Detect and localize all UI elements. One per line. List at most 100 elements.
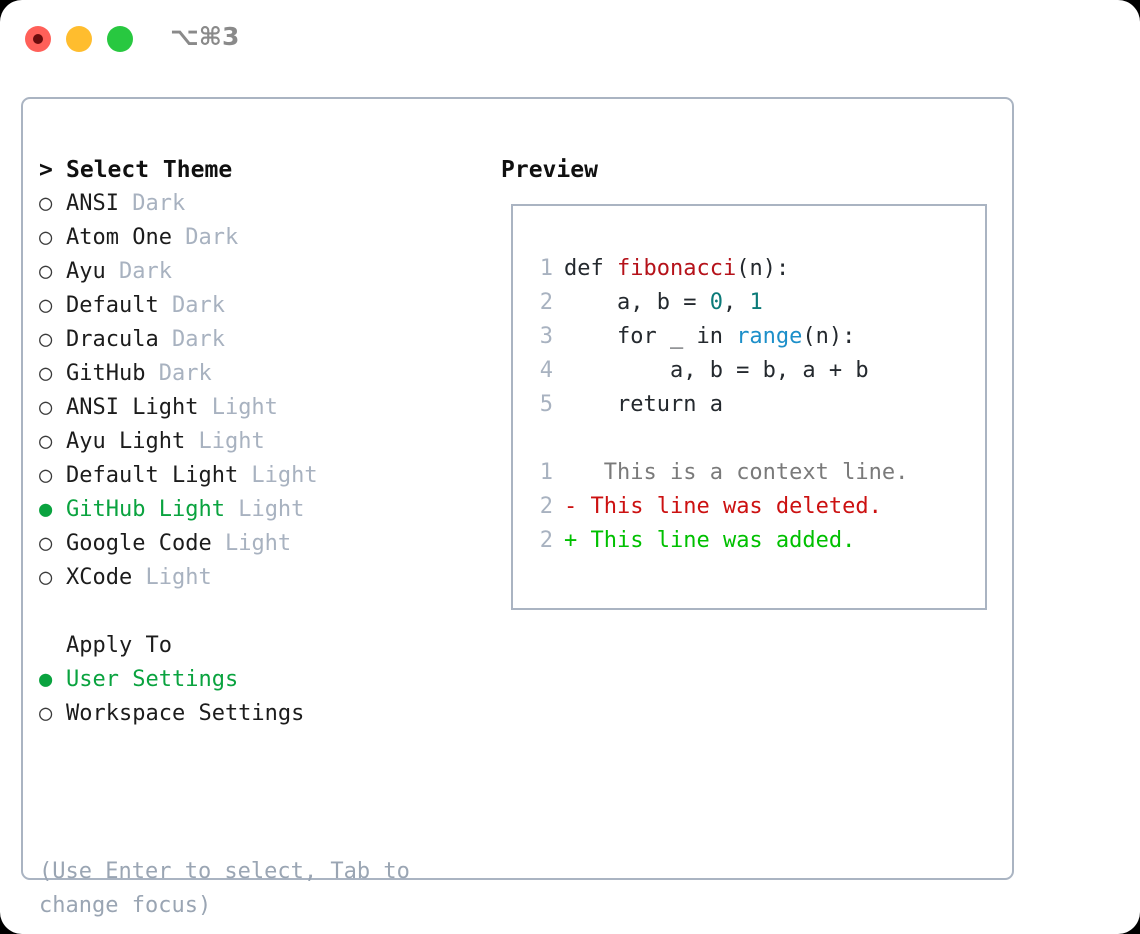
line-number: 1 [539, 460, 553, 485]
radio-unselected-icon: ○ [39, 225, 53, 250]
code-line: 4 a, b = b, a + b [531, 354, 908, 388]
line-number: 2 [539, 494, 553, 519]
diff-line: 1 This is a context line. [531, 456, 909, 490]
line-number: 3 [539, 324, 553, 349]
theme-variant-badge: Dark [145, 361, 212, 386]
theme-variant-badge: Dark [105, 259, 172, 284]
code-line: 3 for _ in range(n): [531, 320, 908, 354]
code-line: 5 return a [531, 388, 908, 422]
apply-to-label: User Settings [66, 667, 239, 692]
radio-unselected-icon: ○ [39, 463, 53, 488]
theme-variant-badge: Light [198, 395, 278, 420]
radio-unselected-icon: ○ [39, 395, 53, 420]
diff-text: This line was added. [577, 528, 856, 553]
theme-name: Default Light [66, 463, 239, 488]
theme-list-item[interactable]: ○Default Light Light [39, 459, 489, 493]
radio-unselected-icon: ○ [39, 701, 53, 726]
radio-selected-icon: ● [39, 667, 53, 692]
theme-picker: >Select Theme ○ ANSI Dark ○ Atom One Dark ○ A… [39, 153, 489, 731]
theme-variant-badge: Dark [118, 191, 186, 216]
theme-name: ANSI Light [66, 395, 199, 420]
theme-list: ○ ANSI Dark ○ Atom One Dark ○ Ayu Dark ○ Defaul… [39, 187, 489, 595]
line-number: 4 [539, 358, 553, 383]
theme-name: Default [66, 293, 159, 318]
theme-list-item[interactable]: ○Google Code Light [39, 527, 489, 561]
theme-list-item[interactable]: ○ ANSI Light Light [39, 391, 489, 425]
main-panel: >Select Theme ○ ANSI Dark ○ Atom One Dark ○ A… [21, 97, 1014, 918]
keyboard-shortcut-label: ⌥⌘3 [170, 22, 240, 51]
radio-unselected-icon: ○ [39, 565, 53, 590]
apply-to-label: Workspace Settings [66, 701, 305, 726]
title-bar: ⌥⌘3 [0, 0, 1140, 76]
radio-unselected-icon: ○ [39, 191, 53, 216]
theme-name: Atom One [66, 225, 172, 250]
theme-variant-badge: Light [185, 429, 265, 454]
theme-list-item[interactable]: ○ Ayu Light Light [39, 425, 489, 459]
theme-list-item[interactable]: ○ Atom One Dark [39, 221, 489, 255]
line-number: 2 [539, 528, 553, 553]
theme-list-item[interactable]: ● GitHub Light Light [39, 493, 489, 527]
theme-variant-badge: Light [132, 565, 212, 590]
code-token-plain: for _ in [564, 324, 737, 349]
code-diff-separator [531, 422, 908, 456]
code-line: 2 a, b = 0, 1 [531, 286, 908, 320]
code-token-plain: (n): [736, 256, 790, 281]
code-token-plain: (n): [802, 324, 856, 349]
code-token-plain: def [564, 256, 617, 281]
line-number: 2 [539, 290, 553, 315]
preview-title: Preview [501, 157, 598, 183]
code-token-num: 0 [709, 290, 723, 315]
radio-unselected-icon: ○ [39, 259, 53, 284]
theme-list-item[interactable]: ○ ANSI Dark [39, 187, 489, 221]
code-token-plain: , [722, 290, 750, 315]
code-token-builtin: range [736, 324, 803, 349]
theme-variant-badge: Light [224, 497, 305, 522]
apply-to-header: Apply To [66, 633, 172, 658]
theme-variant-badge: Dark [158, 327, 225, 352]
theme-list-item[interactable]: ○ Dracula Dark [39, 323, 489, 357]
keyboard-hint: (Use Enter to select, Tab to change focu… [39, 859, 410, 918]
theme-list-item[interactable]: ○ Default Dark [39, 289, 489, 323]
diff-marker: - [564, 494, 578, 519]
radio-unselected-icon: ○ [39, 293, 53, 318]
theme-name: XCode [66, 565, 133, 590]
zoom-button[interactable] [107, 26, 133, 52]
theme-variant-badge: Dark [171, 225, 239, 250]
minimize-button[interactable] [66, 26, 92, 52]
diff-text: This line was deleted. [577, 494, 882, 519]
caret-icon: > [39, 157, 53, 183]
theme-picker-header: >Select Theme [39, 153, 489, 187]
line-number: 5 [539, 392, 553, 417]
diff-line: 2 + This line was added. [531, 524, 908, 558]
theme-variant-badge: Dark [158, 293, 225, 318]
theme-name: Ayu Light [66, 429, 186, 454]
theme-name: Google Code [66, 531, 212, 556]
recording-indicator-icon [33, 34, 43, 44]
code-token-fn: fibonacci [616, 256, 737, 281]
diff-text: This is a context line. [577, 460, 909, 485]
apply-to-item[interactable]: ● User Settings [39, 663, 489, 697]
theme-list-item[interactable]: ○ GitHub Dark [39, 357, 489, 391]
theme-variant-badge: Light [211, 531, 292, 556]
code-token-plain: a, b = b, a + b [564, 358, 869, 383]
diff-line: 2- This line was deleted. [531, 490, 908, 524]
theme-list-item[interactable]: ○ Ayu Dark [39, 255, 489, 289]
code-token-plain: return a [564, 392, 723, 417]
theme-name: GitHub Light [66, 497, 225, 522]
theme-name: Ayu [66, 259, 106, 284]
theme-name: Dracula [66, 327, 159, 352]
apply-to-item[interactable]: ○ Workspace Settings [39, 697, 489, 731]
radio-unselected-icon: ○ [39, 429, 53, 454]
radio-unselected-icon: ○ [39, 361, 53, 386]
theme-name: ANSI [66, 191, 119, 216]
theme-name: GitHub [66, 361, 146, 386]
radio-selected-icon: ● [39, 497, 53, 522]
theme-list-item[interactable]: ○ XCode Light [39, 561, 489, 595]
code-token-num: 1 [749, 290, 763, 315]
radio-unselected-icon: ○ [39, 327, 53, 352]
diff-marker: + [564, 528, 578, 553]
